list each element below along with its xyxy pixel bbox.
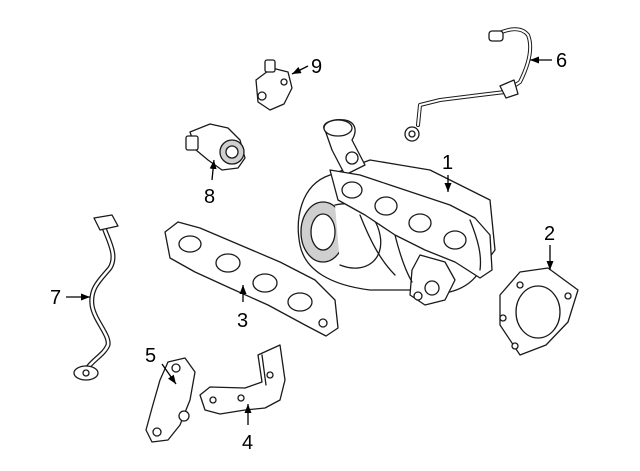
- oil-return-line-part[interactable]: [73, 214, 119, 381]
- leader-8: [209, 159, 217, 181]
- heat-shield-bracket-part[interactable]: [145, 357, 196, 443]
- callout-7: 7: [50, 287, 61, 309]
- callout-leaders: [66, 56, 554, 425]
- callout-6: 6: [556, 50, 567, 72]
- support-bracket-part[interactable]: [199, 344, 286, 415]
- callout-9: 9: [311, 56, 322, 78]
- leader-5: [161, 363, 177, 385]
- callout-4: 4: [242, 432, 253, 454]
- turbocharger-part[interactable]: [297, 119, 496, 306]
- oil-feed-line-part[interactable]: [404, 27, 533, 142]
- outlet-gasket-part[interactable]: [499, 267, 579, 356]
- callout-3: 3: [237, 310, 248, 332]
- manifold-gasket-part[interactable]: [164, 221, 339, 337]
- callout-5: 5: [145, 345, 156, 367]
- leader-9: [291, 65, 309, 75]
- callout-1: 1: [442, 152, 453, 174]
- diverter-valve-part[interactable]: [185, 123, 246, 171]
- callout-8: 8: [204, 186, 215, 208]
- callout-labels: 1 2 3 4 5 6 7 8 9: [50, 50, 567, 454]
- callout-2: 2: [544, 223, 555, 245]
- solenoid-valve-part[interactable]: [255, 59, 293, 111]
